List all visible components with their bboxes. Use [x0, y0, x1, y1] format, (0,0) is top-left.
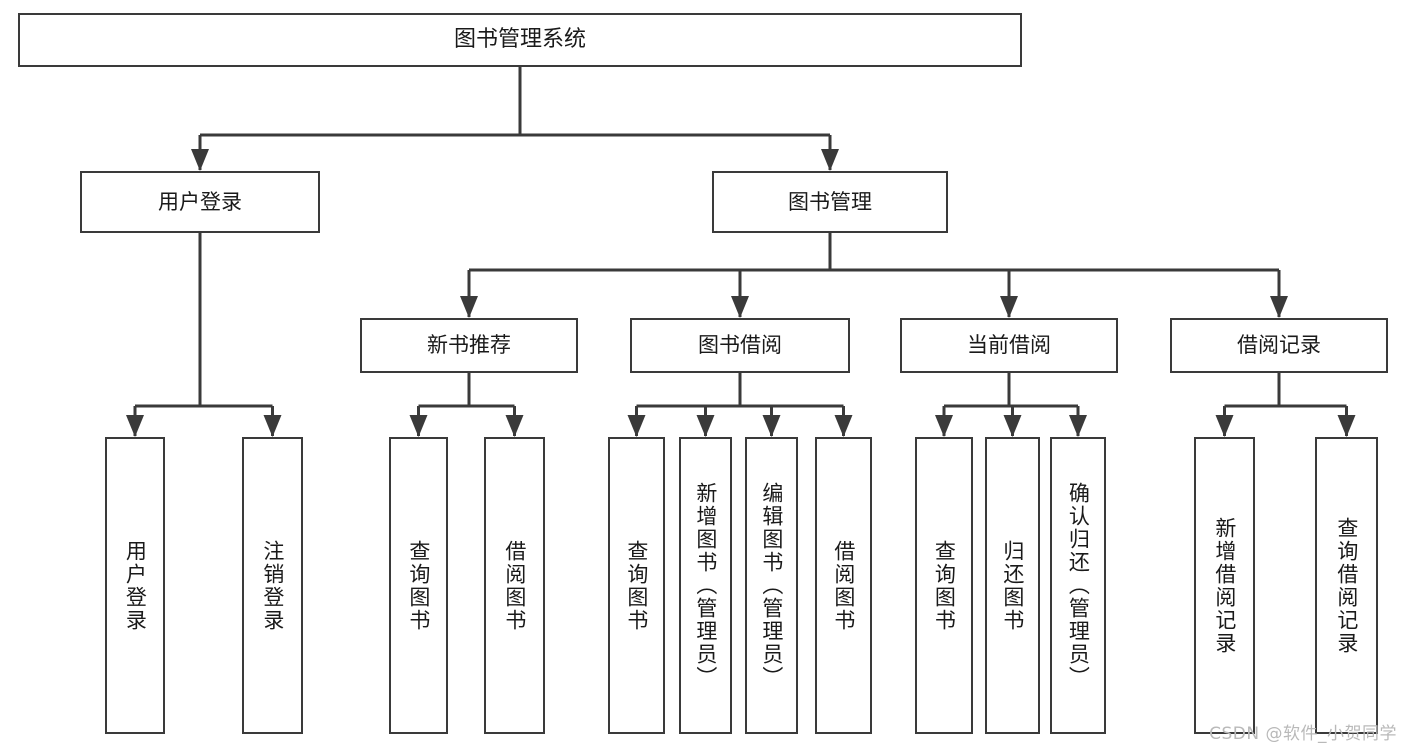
node-leaf-return-book[interactable]: 归还图书: [985, 437, 1040, 734]
node-new-book-rec[interactable]: 新书推荐: [360, 318, 578, 373]
arrowhead: [191, 149, 209, 171]
node-leaf-query-book-3[interactable]: 查询图书: [915, 437, 973, 734]
node-leaf-confirm-return[interactable]: 确认归还（管理员）: [1050, 437, 1106, 734]
node-label: 确认归还（管理员）: [1066, 482, 1091, 689]
node-leaf-add-record[interactable]: 新增借阅记录: [1194, 437, 1255, 734]
node-leaf-user-logout[interactable]: 注销登录: [242, 437, 303, 734]
arrowhead: [409, 415, 428, 437]
node-label: 借阅记录: [1237, 333, 1321, 358]
node-label: 查询图书: [406, 539, 431, 632]
node-root[interactable]: 图书管理系统: [18, 13, 1022, 67]
arrowhead: [1215, 415, 1234, 437]
node-leaf-borrow-book-1[interactable]: 借阅图书: [484, 437, 545, 734]
node-label: 新增借阅记录: [1212, 516, 1237, 655]
arrowhead: [1069, 415, 1087, 437]
node-borrow-record[interactable]: 借阅记录: [1170, 318, 1388, 373]
arrowhead: [1270, 296, 1288, 318]
arrowhead: [821, 149, 839, 171]
arrowhead: [505, 415, 524, 437]
arrowhead: [627, 415, 646, 437]
node-user-login[interactable]: 用户登录: [80, 171, 320, 233]
node-label: 借阅图书: [831, 539, 856, 632]
node-book-borrow[interactable]: 图书借阅: [630, 318, 850, 373]
node-label: 图书管理: [788, 189, 872, 214]
node-leaf-edit-book[interactable]: 编辑图书（管理员）: [745, 437, 798, 734]
arrowhead: [696, 415, 715, 437]
node-label: 归还图书: [1000, 539, 1025, 632]
arrowhead: [263, 415, 282, 437]
node-leaf-query-book-2[interactable]: 查询图书: [608, 437, 665, 734]
node-label: 借阅图书: [502, 539, 527, 632]
arrowhead: [762, 415, 781, 437]
node-label: 注销登录: [260, 539, 285, 632]
node-label: 查询图书: [932, 539, 957, 632]
arrowhead: [1003, 415, 1022, 437]
node-label: 查询图书: [624, 539, 649, 632]
node-leaf-query-book-1[interactable]: 查询图书: [389, 437, 448, 734]
arrowhead: [126, 415, 144, 437]
node-leaf-query-record[interactable]: 查询借阅记录: [1315, 437, 1378, 734]
arrowhead: [1337, 415, 1356, 437]
node-label: 用户登录: [123, 539, 148, 632]
node-leaf-user-login[interactable]: 用户登录: [105, 437, 165, 734]
node-current-borrow[interactable]: 当前借阅: [900, 318, 1118, 373]
arrowhead: [1000, 296, 1018, 318]
watermark-label: CSDN @软件_小贺同学: [1209, 724, 1397, 744]
arrowhead: [834, 415, 853, 437]
arrowhead: [935, 415, 953, 437]
node-label: 新增图书（管理员）: [693, 482, 718, 689]
node-leaf-borrow-book-2[interactable]: 借阅图书: [815, 437, 872, 734]
node-book-mgmt[interactable]: 图书管理: [712, 171, 948, 233]
node-leaf-add-book[interactable]: 新增图书（管理员）: [679, 437, 732, 734]
node-label: 当前借阅: [967, 333, 1051, 358]
node-label: 用户登录: [158, 189, 242, 214]
node-label: 查询借阅记录: [1334, 516, 1359, 655]
node-label: 图书借阅: [698, 333, 782, 358]
arrowhead: [731, 296, 749, 318]
node-label: 编辑图书（管理员）: [759, 482, 784, 689]
node-label: 新书推荐: [427, 333, 511, 358]
arrowhead: [460, 296, 478, 318]
node-label: 图书管理系统: [453, 27, 586, 53]
